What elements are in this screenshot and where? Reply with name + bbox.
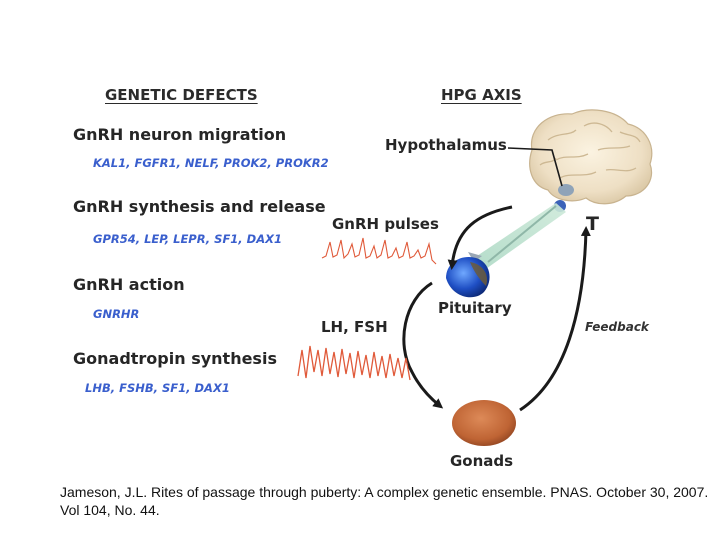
defect-title-migration: GnRH neuron migration	[73, 125, 287, 144]
lh-fsh-arrow	[402, 281, 444, 409]
gnrh-pulse-trace	[321, 237, 437, 265]
lh-fsh-pulse-trace	[297, 345, 411, 381]
defect-genes-action: GNRHR	[93, 307, 140, 321]
defect-genes-gonadotropin: LHB, FSHB, SF1, DAX1	[85, 381, 230, 395]
hypothalamus-pointer	[507, 147, 563, 187]
gonads-label: Gonads	[450, 452, 514, 470]
gnrh-arrow	[447, 205, 513, 270]
gonads-icon	[452, 400, 516, 446]
lh-fsh-label: LH, FSH	[321, 318, 388, 336]
feedback-label: Feedback	[585, 320, 649, 334]
pituitary-label: Pituitary	[438, 299, 512, 317]
citation-text: Jameson, J.L. Rites of passage through p…	[60, 484, 709, 518]
brain-icon	[529, 109, 653, 212]
defect-title-gonadotropin: Gonadtropin synthesis	[73, 349, 277, 368]
pituitary-stalk	[487, 205, 557, 263]
feedback-arrow	[519, 226, 591, 412]
t-label: T	[586, 213, 599, 235]
genetic-defects-heading: GENETIC DEFECTS	[105, 86, 258, 104]
defect-title-synthesis-release: GnRH synthesis and release	[73, 197, 326, 216]
hpg-axis-heading: HPG AXIS	[441, 86, 522, 104]
gnrh-pulses-label: GnRH pulses	[332, 215, 439, 233]
hypothalamus-label: Hypothalamus	[385, 136, 507, 154]
defect-genes-migration: KAL1, FGFR1, NELF, PROK2, PROKR2	[93, 156, 329, 170]
defect-title-action: GnRH action	[73, 275, 185, 294]
defect-genes-synthesis-release: GPR54, LEP, LEPR, SF1, DAX1	[93, 232, 282, 246]
